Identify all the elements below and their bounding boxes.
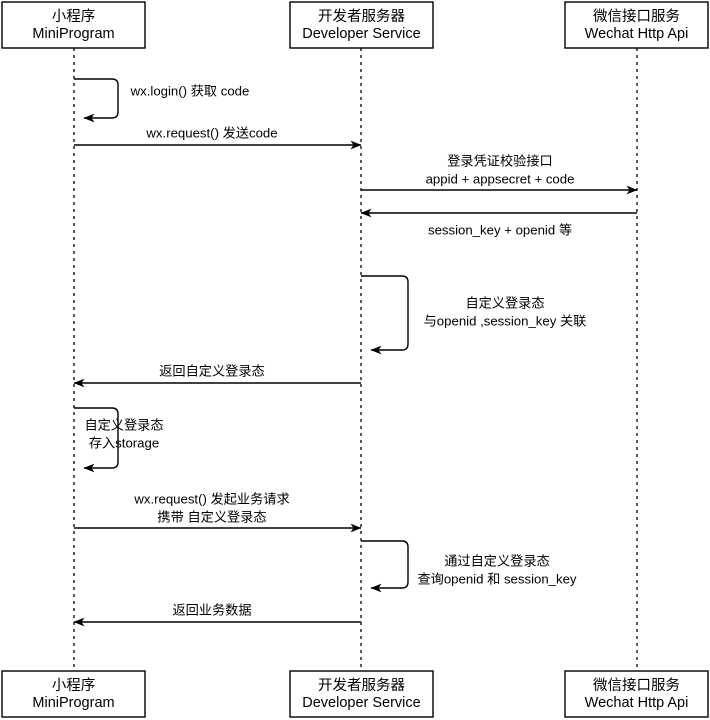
participant-label-cn-developer-service: 开发者服务器: [318, 8, 405, 25]
participant-box-wechat-http-api: [564, 670, 709, 718]
message-label-m7-line2: 存入storage: [89, 435, 159, 450]
participant-box-developer-service: [289, 1, 434, 49]
message-label-m6-line1: 返回自定义登录态: [159, 363, 265, 378]
lifelines-layer: [73, 48, 638, 671]
participant-label-cn-wechat-http-api: 微信接口服务: [593, 8, 680, 25]
participant-label-en-miniprogram: MiniProgram: [32, 26, 114, 42]
message-m2: wx.request() 发送code: [74, 125, 362, 150]
message-selfloop-m1: [74, 78, 119, 123]
message-label-m3-line1: 登录凭证校验接口: [447, 152, 553, 168]
message-m1: wx.login() 获取 code: [74, 78, 250, 123]
participant-box-developer-service: [289, 670, 434, 718]
message-selfloop-m9: [361, 540, 409, 593]
message-m6: 返回自定义登录态: [73, 363, 361, 388]
message-label-m4-line1: session_key + openid 等: [428, 221, 572, 237]
participant-label-en-wechat-http-api: Wechat Http Api: [585, 695, 689, 711]
message-label-m5-line1: 自定义登录态: [465, 295, 544, 310]
message-label-m10-line1: 返回业务数据: [172, 602, 251, 617]
message-selfloop-m7: [74, 407, 119, 473]
message-label-m8-line2: 携带 自定义登录态: [157, 509, 266, 524]
participant-box-miniprogram: [1, 670, 146, 718]
participant-label-cn-developer-service: 开发者服务器: [318, 677, 405, 694]
participant-box-wechat-http-api: [564, 1, 709, 49]
message-m10: 返回业务数据: [73, 602, 361, 627]
message-label-m5-line2: 与openid ,session_key 关联: [424, 313, 587, 328]
message-m4: session_key + openid 等: [360, 208, 637, 237]
message-label-m9-line1: 通过自定义登录态: [444, 553, 550, 568]
participant-label-en-wechat-http-api: Wechat Http Api: [585, 26, 689, 42]
participant-label-en-developer-service: Developer Service: [302, 695, 420, 711]
message-label-m3-line2: appid + appsecret + code: [426, 171, 575, 186]
message-label-m9-line2: 查询openid 和 session_key: [417, 571, 576, 586]
participant-label-en-developer-service: Developer Service: [302, 26, 420, 42]
message-m3: 登录凭证校验接口 appid + appsecret + code: [361, 152, 638, 195]
participant-label-cn-miniprogram: 小程序: [52, 8, 96, 25]
participant-box-miniprogram: [1, 1, 146, 49]
message-label-m8-line1: wx.request() 发起业务请求: [133, 491, 289, 506]
messages-layer: wx.login() 获取 code wx.request() 发送code 登录凭…: [73, 78, 638, 627]
message-label-m2-line1: wx.request() 发送code: [145, 125, 277, 140]
message-label-m7-line1: 自定义登录态: [84, 417, 163, 432]
message-selfloop-m5: [361, 275, 409, 355]
message-label-m1-line1: wx.login() 获取 code: [130, 83, 250, 98]
participant-label-cn-miniprogram: 小程序: [52, 677, 96, 694]
participant-label-cn-wechat-http-api: 微信接口服务: [593, 677, 680, 694]
participant-label-en-miniprogram: MiniProgram: [32, 695, 114, 711]
